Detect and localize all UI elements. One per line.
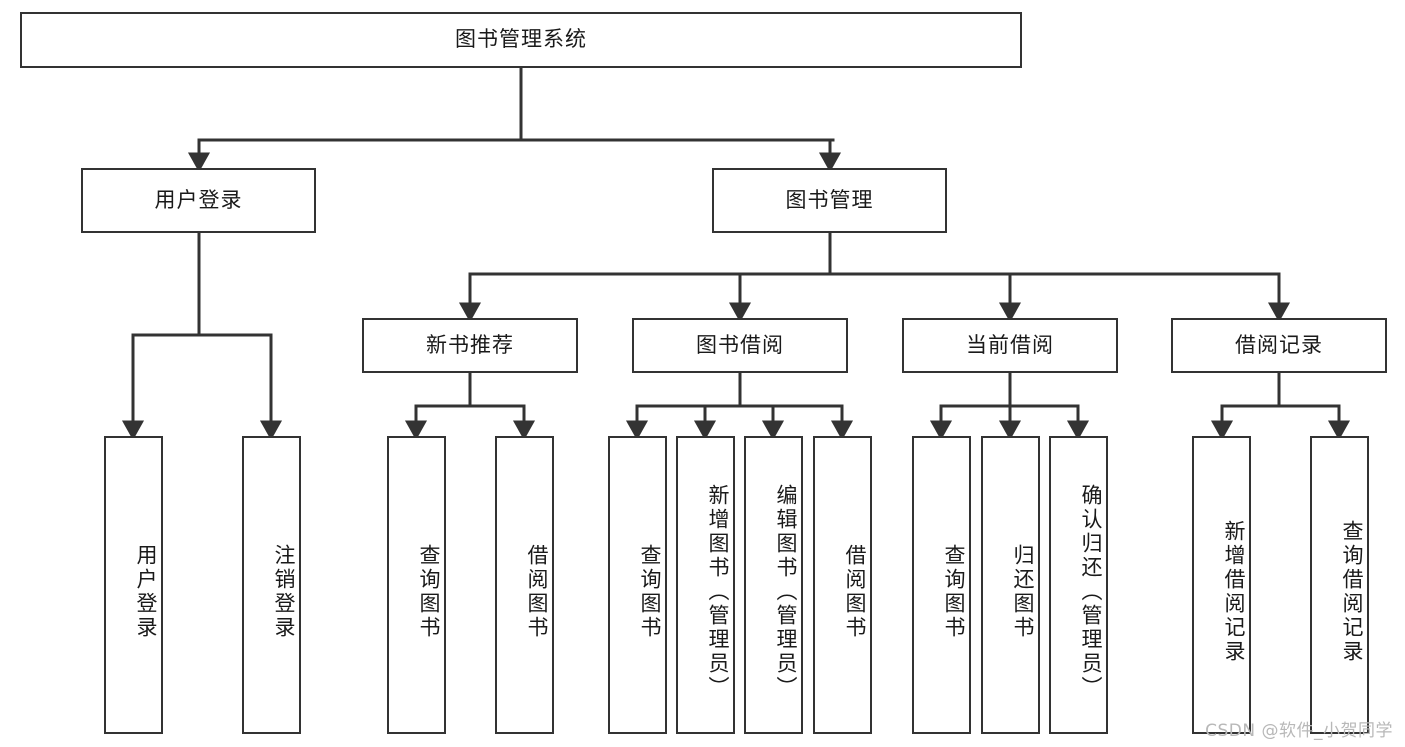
node-book-borrow-label: 图书借阅 [696, 332, 784, 357]
node-leaf-query-record[interactable]: 查询借阅记录 [1310, 436, 1369, 734]
node-leaf-borrow-book-2[interactable]: 借阅图书 [813, 436, 872, 734]
node-user-login[interactable]: 用户登录 [81, 168, 316, 233]
node-root-label: 图书管理系统 [455, 27, 587, 52]
node-leaf-add-book-label: 新增图书（管理员） [706, 484, 730, 700]
node-leaf-edit-book-label: 编辑图书（管理员） [774, 484, 798, 700]
node-leaf-query-record-label: 查询借阅记录 [1340, 520, 1364, 664]
node-new-book-rec-label: 新书推荐 [426, 332, 514, 357]
node-book-borrow[interactable]: 图书借阅 [632, 318, 848, 373]
node-leaf-confirm-return-label: 确认归还（管理员） [1079, 484, 1103, 700]
node-new-book-rec[interactable]: 新书推荐 [362, 318, 578, 373]
node-book-manage-label: 图书管理 [785, 187, 874, 212]
node-leaf-query-book-2-label: 查询图书 [638, 544, 662, 640]
node-leaf-user-login-label: 用户登录 [134, 544, 158, 640]
node-leaf-add-record[interactable]: 新增借阅记录 [1192, 436, 1251, 734]
node-leaf-borrow-book-2-label: 借阅图书 [843, 544, 867, 640]
node-book-manage[interactable]: 图书管理 [712, 168, 947, 233]
node-leaf-query-book-1-label: 查询图书 [417, 544, 441, 640]
node-user-login-label: 用户登录 [154, 187, 243, 212]
node-leaf-return-book-label: 归还图书 [1011, 544, 1035, 640]
node-leaf-logout[interactable]: 注销登录 [242, 436, 301, 734]
node-leaf-confirm-return[interactable]: 确认归还（管理员） [1049, 436, 1108, 734]
node-root[interactable]: 图书管理系统 [20, 12, 1022, 68]
node-leaf-query-book-1[interactable]: 查询图书 [387, 436, 446, 734]
node-leaf-user-login[interactable]: 用户登录 [104, 436, 163, 734]
node-leaf-add-record-label: 新增借阅记录 [1222, 520, 1246, 664]
node-leaf-logout-label: 注销登录 [272, 544, 296, 640]
node-leaf-query-book-2[interactable]: 查询图书 [608, 436, 667, 734]
node-leaf-query-book-3-label: 查询图书 [942, 544, 966, 640]
node-leaf-borrow-book-1-label: 借阅图书 [525, 544, 549, 640]
node-leaf-query-book-3[interactable]: 查询图书 [912, 436, 971, 734]
node-current-borrow[interactable]: 当前借阅 [902, 318, 1118, 373]
node-leaf-edit-book[interactable]: 编辑图书（管理员） [744, 436, 803, 734]
node-borrow-record[interactable]: 借阅记录 [1171, 318, 1387, 373]
node-current-borrow-label: 当前借阅 [966, 332, 1054, 357]
node-leaf-borrow-book-1[interactable]: 借阅图书 [495, 436, 554, 734]
node-leaf-add-book[interactable]: 新增图书（管理员） [676, 436, 735, 734]
node-borrow-record-label: 借阅记录 [1235, 332, 1323, 357]
node-leaf-return-book[interactable]: 归还图书 [981, 436, 1040, 734]
